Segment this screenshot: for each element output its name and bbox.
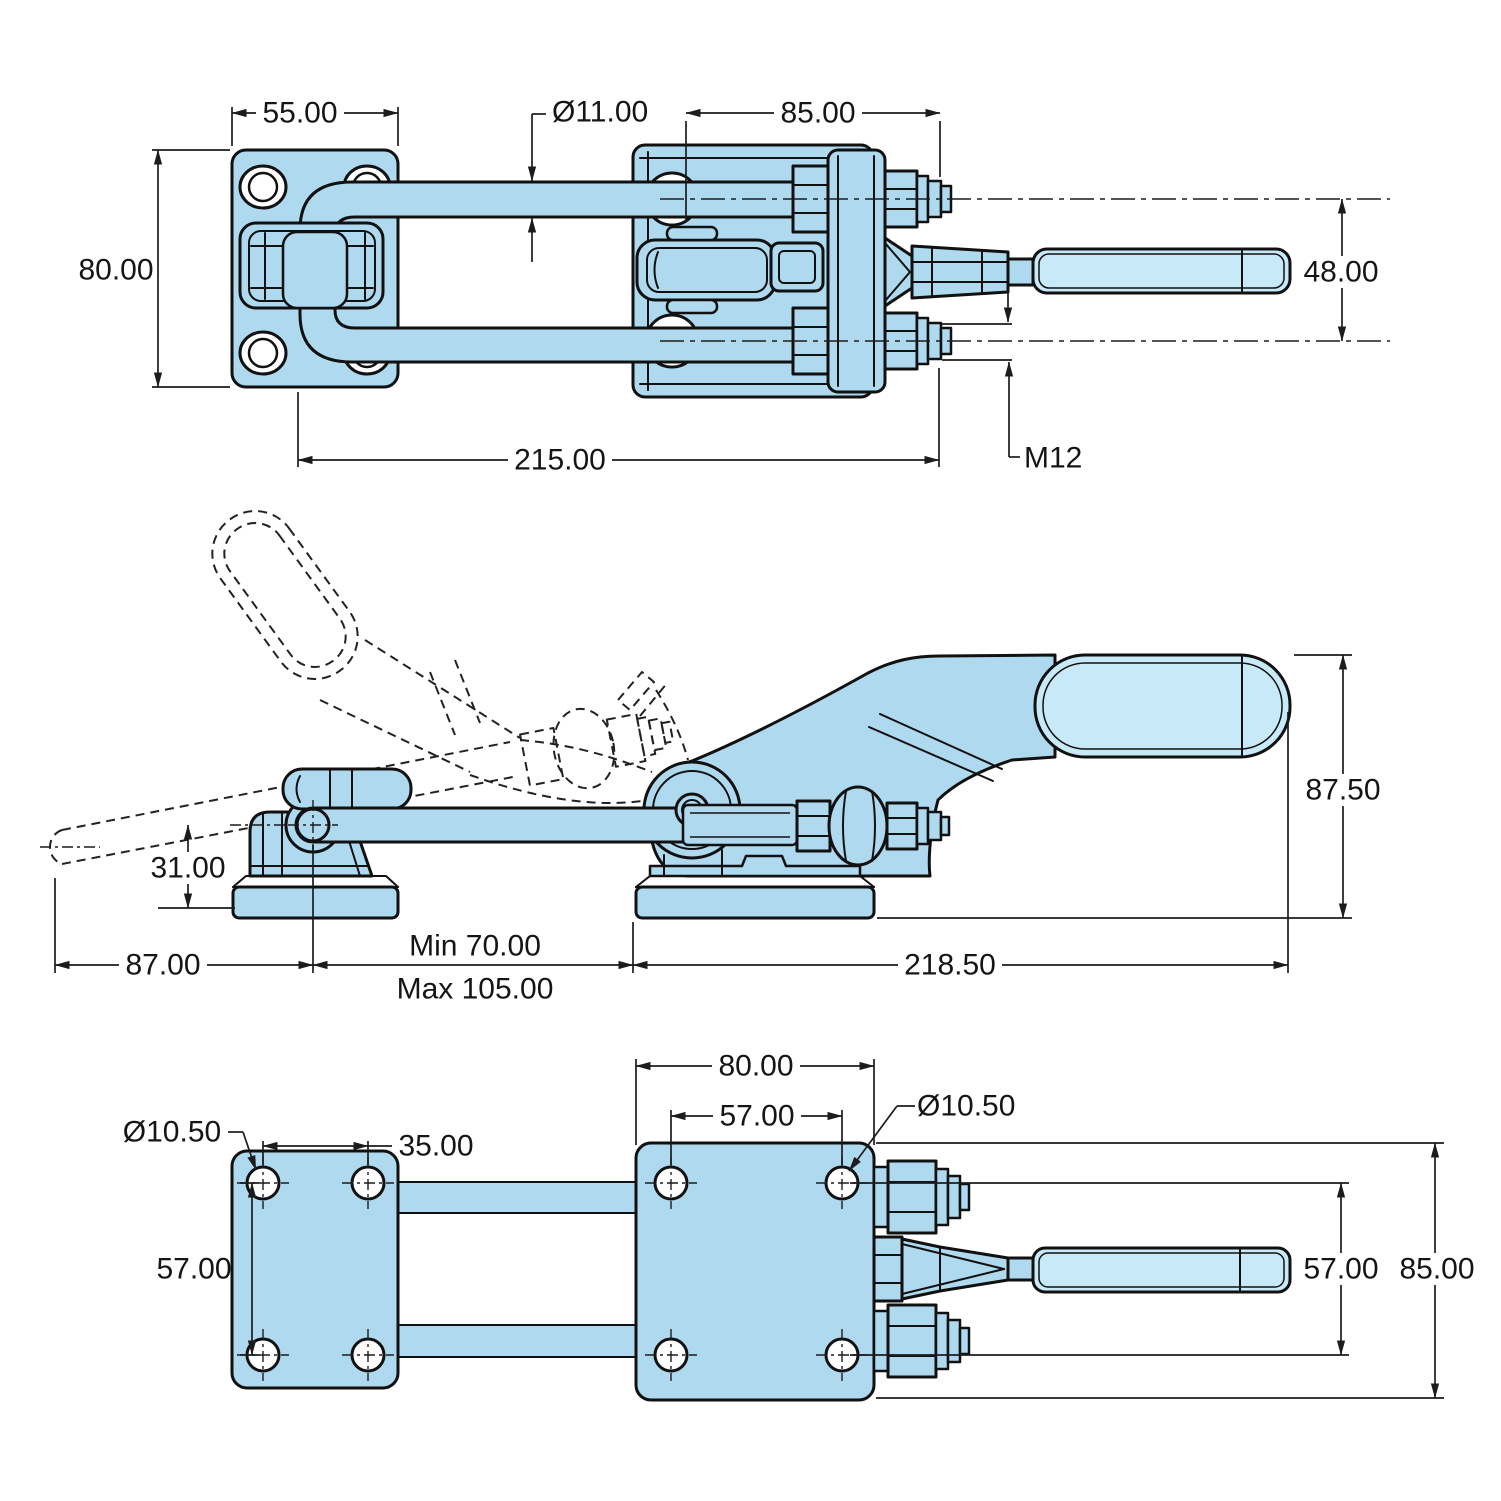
side-view: [40, 510, 1292, 920]
top-view-handle-grip: [1031, 247, 1292, 295]
top-view-yoke: [826, 148, 887, 394]
dim-bottom-hole-dia-left: Ø10.50: [123, 1116, 221, 1149]
top-view-spindle: [883, 236, 1035, 308]
dimensions: 55.00 Ø11.00 85.00 80.00 48.00 215.00: [54, 96, 1479, 1399]
bottom-view-nut-bottom: [872, 1303, 971, 1379]
dim-side-height: 87.50: [1305, 774, 1380, 807]
bottom-view-latch-plate: [230, 1149, 400, 1390]
dim-top-overall: 215.00: [514, 444, 606, 477]
dim-side-length: 218.50: [904, 949, 996, 982]
side-view-rod-clevis: [681, 803, 799, 847]
dim-side-latch-offset: 87.00: [125, 949, 200, 982]
bottom-view-rods: [397, 1181, 637, 1358]
dim-bottom-plate-width: 80.00: [718, 1050, 793, 1083]
dim-side-pivot-height: 31.00: [150, 852, 225, 885]
dim-bottom-hole-pitch: 35.00: [398, 1130, 473, 1163]
top-view: [230, 143, 1390, 399]
dim-bottom-hole-rows-right: 57.00: [1303, 1253, 1378, 1286]
top-view-latch-keeper: [238, 221, 385, 310]
dim-top-thread: M12: [1024, 442, 1082, 475]
bottom-view-spindle: [872, 1235, 1035, 1303]
bottom-view-handle-grip: [1031, 1246, 1292, 1294]
dim-top-span: 85.00: [780, 97, 855, 130]
side-view-hook-head: [281, 767, 413, 811]
bottom-view-nut-top: [872, 1159, 971, 1235]
top-view-hook: [635, 225, 825, 315]
dim-top-rod-dia: Ø11.00: [552, 96, 648, 129]
side-view-handle-grip: [1033, 653, 1292, 759]
dim-top-plate-height: 80.00: [78, 254, 153, 287]
dim-side-travel-min: Min 70.00: [409, 930, 541, 963]
dim-top-rod-spacing: 48.00: [1303, 256, 1378, 289]
dim-top-plate-width: 55.00: [262, 97, 337, 130]
bottom-view: [230, 1141, 1292, 1402]
side-view-turnbuckle: [795, 785, 951, 867]
dim-bottom-hole-rows-left: 57.00: [156, 1253, 231, 1286]
dim-bottom-hole-dia-right: Ø10.50: [917, 1090, 1015, 1123]
dim-bottom-hole-span: 57.00: [719, 1100, 794, 1133]
dim-side-travel-max: Max 105.00: [397, 973, 554, 1006]
dim-bottom-height: 85.00: [1399, 1253, 1474, 1286]
